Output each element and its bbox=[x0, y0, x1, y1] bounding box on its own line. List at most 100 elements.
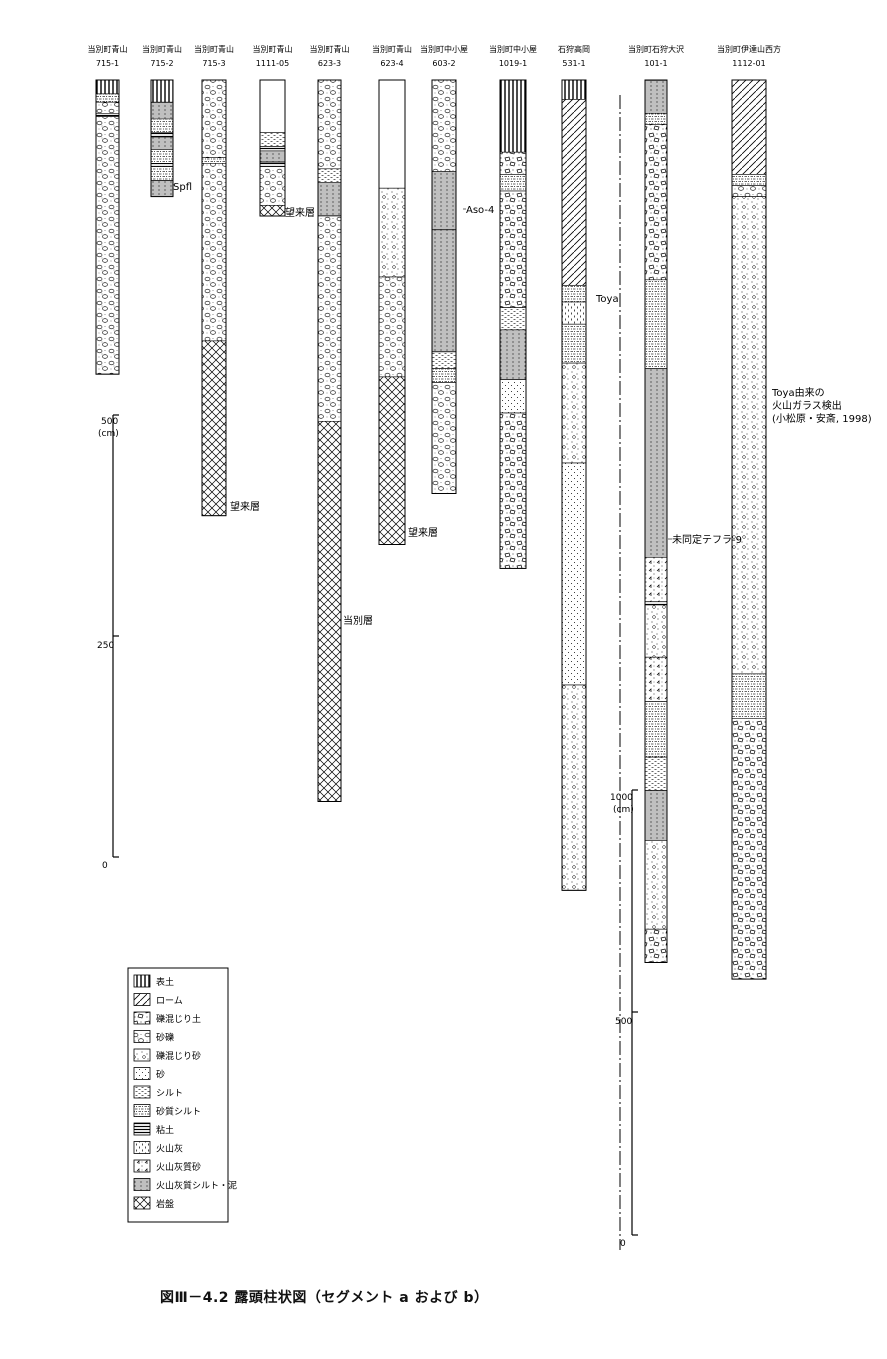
column-location-label: 当別町青山 bbox=[194, 44, 234, 54]
layer-sandy_silt bbox=[201, 157, 227, 164]
column-id-label: 1112-01 bbox=[732, 59, 765, 68]
depth-scale-bar-right: 1000 (cm) 500 0 bbox=[610, 789, 638, 1249]
annotation-mokurai-715-3: 望来層 bbox=[230, 500, 260, 513]
annotation-aso-4: Aso-4 bbox=[466, 205, 494, 216]
layer-bedrock bbox=[317, 420, 342, 802]
layer-silt bbox=[431, 351, 457, 369]
layer-sandy_gravel bbox=[201, 79, 227, 158]
column-id-label: 101-1 bbox=[644, 59, 667, 68]
scale-label-250: 250 bbox=[97, 641, 114, 651]
layer-gravelly_sand bbox=[561, 684, 587, 891]
legend-swatch-ash_sand bbox=[133, 1159, 151, 1173]
layer-ash_silt bbox=[150, 101, 174, 120]
column-id-label: 715-1 bbox=[96, 59, 119, 68]
column-location-label: 石狩高岡 bbox=[558, 44, 590, 54]
column-location-label: 当別町中小屋 bbox=[420, 44, 468, 54]
annotation-toya-glass-line1: Toya由来の bbox=[771, 386, 825, 399]
legend-swatch-sand bbox=[133, 1067, 151, 1080]
layer-clay bbox=[95, 113, 120, 117]
annotation-spfl: Spfl bbox=[173, 182, 192, 193]
layer-ash_silt bbox=[431, 171, 457, 231]
layer-clay bbox=[644, 601, 668, 606]
annotation-toya-glass-line3: (小松原・安斎, 1998) bbox=[772, 412, 872, 425]
scale-unit-cm: (cm) bbox=[613, 805, 634, 815]
layer-topsoil bbox=[499, 79, 527, 153]
column-531-1: 石狩高岡 531-1 bbox=[558, 44, 590, 891]
scale-label-500: 500 bbox=[615, 1017, 632, 1027]
legend-label-sandy_silt: 砂質シルト bbox=[156, 1106, 201, 1118]
layer-ash_sand bbox=[644, 556, 668, 602]
legend-swatch-ash bbox=[133, 1141, 151, 1154]
depth-scale-bar-left: 500 (cm) 250 0 bbox=[97, 414, 119, 871]
annotation-unidentified-tephra-9: 未同定テフラ-9 bbox=[672, 533, 742, 546]
column-id-label: 1111-05 bbox=[256, 59, 289, 68]
layer-ash_silt bbox=[150, 180, 174, 197]
layer-sandy_silt bbox=[431, 368, 457, 383]
legend-label-sandy_gravel: 砂礫 bbox=[156, 1032, 174, 1044]
layer-gravel_soil bbox=[499, 151, 527, 175]
layer-sandy_gravel bbox=[95, 116, 120, 375]
layer-sandy_gravel bbox=[317, 215, 342, 422]
legend-label-topsoil: 表土 bbox=[156, 976, 174, 988]
column-outline bbox=[317, 79, 342, 802]
layer-sandy_silt bbox=[150, 118, 174, 134]
layer-sandy_silt bbox=[731, 673, 767, 719]
layer-topsoil bbox=[95, 79, 120, 95]
column-outline bbox=[561, 79, 587, 891]
columns: 当別町青山715-1当別町青山715-2当別町青山715-3当別町青山1111-… bbox=[88, 44, 781, 980]
column-id-label: 531-1 bbox=[562, 59, 585, 68]
layer-sandy_gravel bbox=[731, 185, 767, 197]
layer-loam bbox=[731, 79, 767, 175]
layer-sandy_gravel bbox=[378, 276, 406, 378]
column-location-label: 当別町伊達山西方 bbox=[717, 44, 781, 54]
layer-silt bbox=[317, 168, 342, 184]
layer-sandy_silt bbox=[731, 174, 767, 186]
layer-clay bbox=[150, 163, 174, 167]
legend-label-ash: 火山灰 bbox=[156, 1143, 183, 1155]
column-outline bbox=[259, 79, 286, 217]
layer-blank bbox=[378, 79, 406, 189]
scale-label-0: 0 bbox=[102, 861, 108, 871]
legend-swatch-silt bbox=[133, 1085, 151, 1099]
legend-label-ash_silt: 火山灰質シルト・泥 bbox=[156, 1180, 237, 1192]
legend-label-ash_sand: 火山灰質砂 bbox=[156, 1161, 201, 1173]
layer-sandy_gravel bbox=[259, 166, 286, 206]
layer-silt bbox=[499, 307, 527, 331]
annotation-mokurai-623-4: 望来層 bbox=[408, 526, 438, 539]
layer-sandy_gravel bbox=[431, 382, 457, 494]
column-outline bbox=[499, 79, 527, 569]
legend-swatch-topsoil bbox=[133, 974, 151, 988]
scale-label-500: 500 bbox=[101, 417, 118, 427]
layer-topsoil bbox=[150, 79, 174, 103]
legend-swatch-bedrock bbox=[133, 1196, 151, 1210]
layer-sandy_silt bbox=[150, 166, 174, 181]
layer-gravel_soil bbox=[644, 124, 668, 281]
layer-ash_silt bbox=[644, 368, 668, 558]
annotation-tobetsu-formation: 当別層 bbox=[343, 614, 373, 627]
layer-silt bbox=[644, 756, 668, 791]
column-id-label: 623-4 bbox=[380, 59, 403, 68]
layer-sandy_gravel bbox=[95, 101, 120, 114]
layer-ash bbox=[561, 301, 587, 325]
layer-gravelly_sand bbox=[378, 187, 406, 278]
layer-gravelly_sand bbox=[731, 196, 767, 675]
legend-label-loam: ローム bbox=[156, 996, 183, 1007]
legend-label-gravelly_sand: 礫混じり砂 bbox=[156, 1050, 201, 1062]
layer-gravelly_sand bbox=[644, 604, 668, 658]
layer-sandy_gravel bbox=[317, 79, 342, 170]
annotations: Spfl 望来層 望来層 当別層 望来層 Aso-4 Toya 未同定テフラ-9… bbox=[173, 182, 872, 627]
layer-sandy_silt bbox=[561, 285, 587, 303]
scale-unit-cm: (cm) bbox=[98, 429, 119, 439]
column-outline bbox=[644, 79, 668, 963]
column-id-label: 1019-1 bbox=[499, 59, 527, 68]
layer-sandy_gravel bbox=[201, 163, 227, 342]
annotation-mokurai-1111-05: 望来層 bbox=[285, 206, 315, 219]
layer-sandy_silt bbox=[95, 93, 120, 103]
column-outline bbox=[201, 79, 227, 517]
